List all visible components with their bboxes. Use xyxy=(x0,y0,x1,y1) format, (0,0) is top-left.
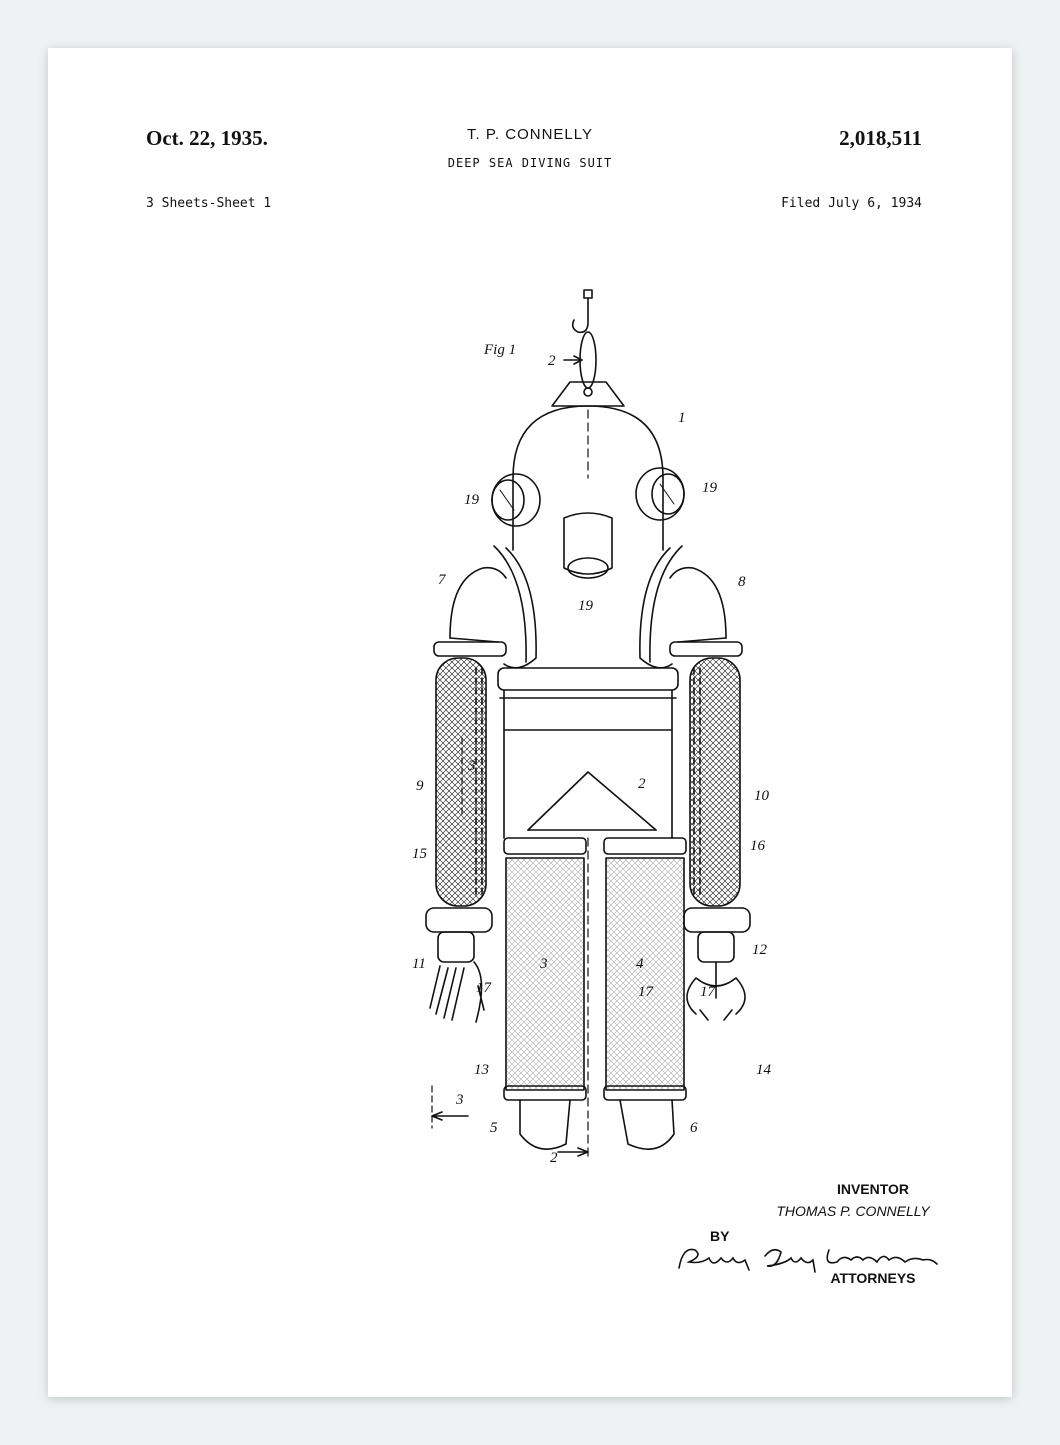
label-4-leg: 4 xyxy=(636,956,644,972)
left-leg xyxy=(503,837,587,1150)
label-6: 6 xyxy=(690,1120,698,1136)
label-2-bottom: 2 xyxy=(550,1150,558,1166)
label-7: 7 xyxy=(438,572,447,588)
label-13: 13 xyxy=(474,1062,489,1078)
torso xyxy=(503,689,673,839)
label-16: 16 xyxy=(750,838,766,854)
label-10: 10 xyxy=(754,788,770,804)
patent-number: 2,018,511 xyxy=(839,126,922,150)
diving-suit-drawing: Fig 1 2 1 19 19 19 7 8 9 10 15 16 11 12 … xyxy=(412,289,772,1166)
helmet xyxy=(512,405,664,551)
label-19-center: 19 xyxy=(578,598,594,614)
left-porthole xyxy=(491,473,541,527)
by-label: BY xyxy=(710,1228,730,1244)
front-porthole xyxy=(563,512,613,579)
attorneys-heading: ATTORNEYS xyxy=(830,1270,916,1286)
label-2-mid: 2 xyxy=(638,776,646,792)
sheet-count: 3 Sheets-Sheet 1 xyxy=(146,196,272,211)
right-leg xyxy=(603,837,687,1150)
label-19-left: 19 xyxy=(464,492,480,508)
label-15: 15 xyxy=(412,846,428,862)
label-1: 1 xyxy=(678,410,686,426)
label-11: 11 xyxy=(412,956,426,972)
label-2-top: 2 xyxy=(548,353,556,369)
label-17-right: 17 xyxy=(700,984,717,1000)
left-arm xyxy=(425,566,507,1023)
label-17-mid: 17 xyxy=(638,984,655,1000)
patent-date: Oct. 22, 1935. xyxy=(146,126,268,150)
hook xyxy=(551,289,625,407)
label-3-left: 3 xyxy=(467,758,476,774)
figure-label: Fig 1 xyxy=(483,342,516,358)
label-3-bottom: 3 xyxy=(455,1092,464,1108)
label-3-leg: 3 xyxy=(539,956,548,972)
label-17-left: 17 xyxy=(476,980,493,996)
inventor-heading: INVENTOR xyxy=(836,1181,910,1197)
label-12: 12 xyxy=(752,942,768,958)
right-porthole xyxy=(635,467,685,521)
inventor-name: T. P. CONNELLY xyxy=(467,126,593,143)
filed-date: Filed July 6, 1934 xyxy=(781,196,922,211)
label-19-right: 19 xyxy=(702,480,718,496)
label-14: 14 xyxy=(756,1062,772,1078)
patent-sheet: Oct. 22, 1935. T. P. CONNELLY DEEP SEA D… xyxy=(48,48,1012,1397)
label-9: 9 xyxy=(416,778,424,794)
waist-belt xyxy=(497,667,679,691)
right-arm xyxy=(669,566,751,1021)
label-5: 5 xyxy=(490,1120,498,1136)
patent-title: DEEP SEA DIVING SUIT xyxy=(447,156,613,170)
label-8: 8 xyxy=(738,574,746,590)
attorney-signature xyxy=(678,1248,938,1273)
inventor-full-name: THOMAS P. CONNELLY xyxy=(776,1203,930,1219)
